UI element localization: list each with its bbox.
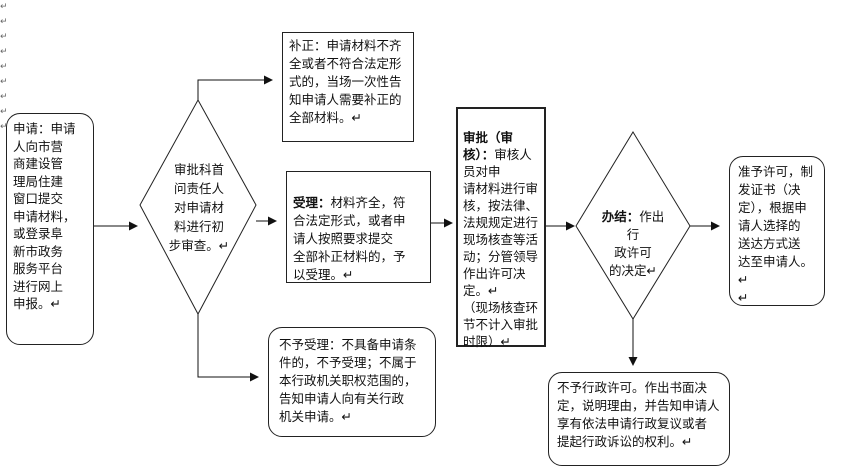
approve-text: 审核人员对申 请材料进行审 核，按法律、 法规规定进行 现场核查等活 动；分管领… bbox=[463, 147, 539, 349]
deny-box: 不予行政许可。作出书面决 定，说明理由，并告知申请人 享有依法申请行政复议或者 … bbox=[548, 372, 730, 466]
decide-text: 作出行 政许可 的决定↵ bbox=[609, 209, 665, 278]
approve-box: 审批（审核）：审核人员对申 请材料进行审 核，按法律、 法规规定进行 现场核查等… bbox=[456, 107, 546, 349]
accept-text: 材料齐全，符 合法定形式，或者申 请人按照要求提交 全部补正材料的，予 以受理。… bbox=[293, 195, 406, 282]
margin-return-marks: ↵ ↵ ↵ ↵ ↵ ↵ ↵ ↵ ↵ bbox=[0, 2, 8, 132]
approve-title: 审批（审核）： bbox=[463, 130, 514, 162]
accept-box: 受理：材料齐全，符 合法定形式，或者申 请人按照要求提交 全部补正材料的，予 以… bbox=[286, 171, 431, 283]
accept-title: 受理： bbox=[293, 195, 331, 210]
review-diamond-text: 审批科首 问责任人 对申请材 料进行初 步审查。↵ bbox=[168, 162, 230, 253]
supplement-box: 补正：申请材料不齐 全或者不符合法定形 式的，当场一次性告 知申请人需要补正的 … bbox=[282, 32, 414, 142]
reject-box: 不予受理：不具备申请条 件的，不予受理；不属于 本行政机关职权范围的， 告知申请… bbox=[268, 327, 436, 437]
apply-box: 申请：申请 人向市营 商建设管 理局住建 窗口提交 申请材料， 或登录阜 新市政… bbox=[6, 113, 94, 345]
decide-diamond-text: 办结：作出行 政许可 的决定↵ bbox=[598, 190, 668, 280]
decide-title: 办结： bbox=[601, 209, 640, 224]
arrow-review-to-supplement bbox=[197, 75, 273, 100]
arrow-review-to-reject bbox=[197, 314, 259, 382]
grant-box: 准予许可，制 发证书（决 定），根据申 请人选择的 送达方式送 达至申请人。↵ … bbox=[729, 156, 825, 306]
